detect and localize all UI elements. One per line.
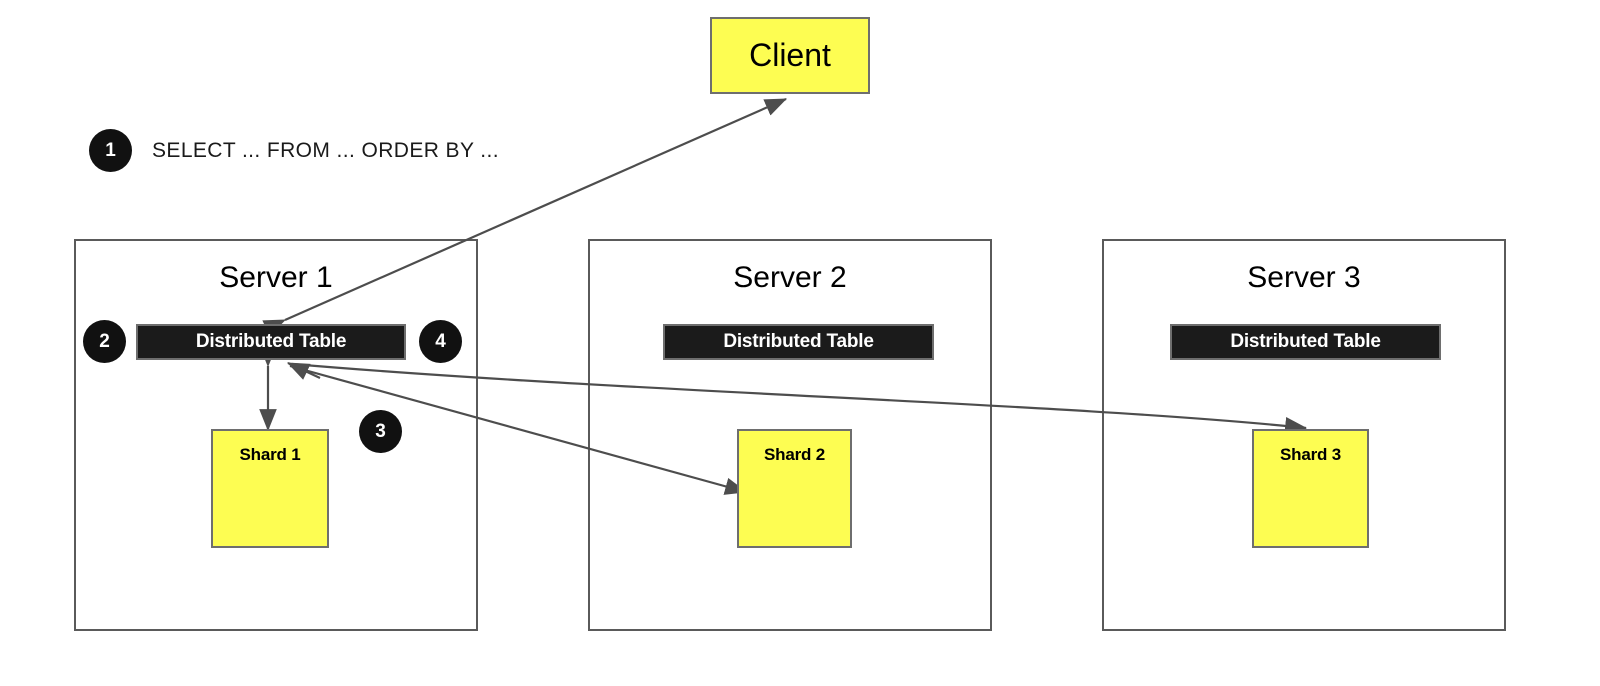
- server-2-title: Server 2: [733, 261, 847, 294]
- server-2-shard[interactable]: Shard 2: [737, 429, 852, 548]
- server-1-shard[interactable]: Shard 1: [211, 429, 329, 548]
- client-node[interactable]: Client: [710, 17, 870, 94]
- step-badge-4: 4: [419, 320, 462, 363]
- server-3-title: Server 3: [1247, 261, 1361, 294]
- server-1-distributed-table[interactable]: Distributed Table: [136, 324, 406, 360]
- server-3-shard[interactable]: Shard 3: [1252, 429, 1369, 548]
- client-label: Client: [749, 37, 831, 73]
- server-1-distributed-table-label: Distributed Table: [195, 331, 347, 352]
- server-1-title: Server 1: [219, 261, 333, 294]
- server-3-distributed-table[interactable]: Distributed Table: [1170, 324, 1441, 360]
- step-badge-1: 1: [89, 129, 132, 172]
- server-2-distributed-table-label: Distributed Table: [723, 331, 874, 352]
- step-badge-3: 3: [359, 410, 402, 453]
- server-2-shard-label: Shard 2: [764, 445, 825, 464]
- server-1-shard-label: Shard 1: [239, 445, 301, 464]
- step-1-query-text: SELECT ... FROM ... ORDER BY ...: [152, 139, 499, 162]
- server-2-distributed-table[interactable]: Distributed Table: [663, 324, 934, 360]
- server-3-distributed-table-label: Distributed Table: [1230, 331, 1381, 352]
- step-badge-2: 2: [83, 320, 126, 363]
- server-box-3: [1102, 239, 1506, 631]
- server-3-shard-label: Shard 3: [1280, 445, 1341, 464]
